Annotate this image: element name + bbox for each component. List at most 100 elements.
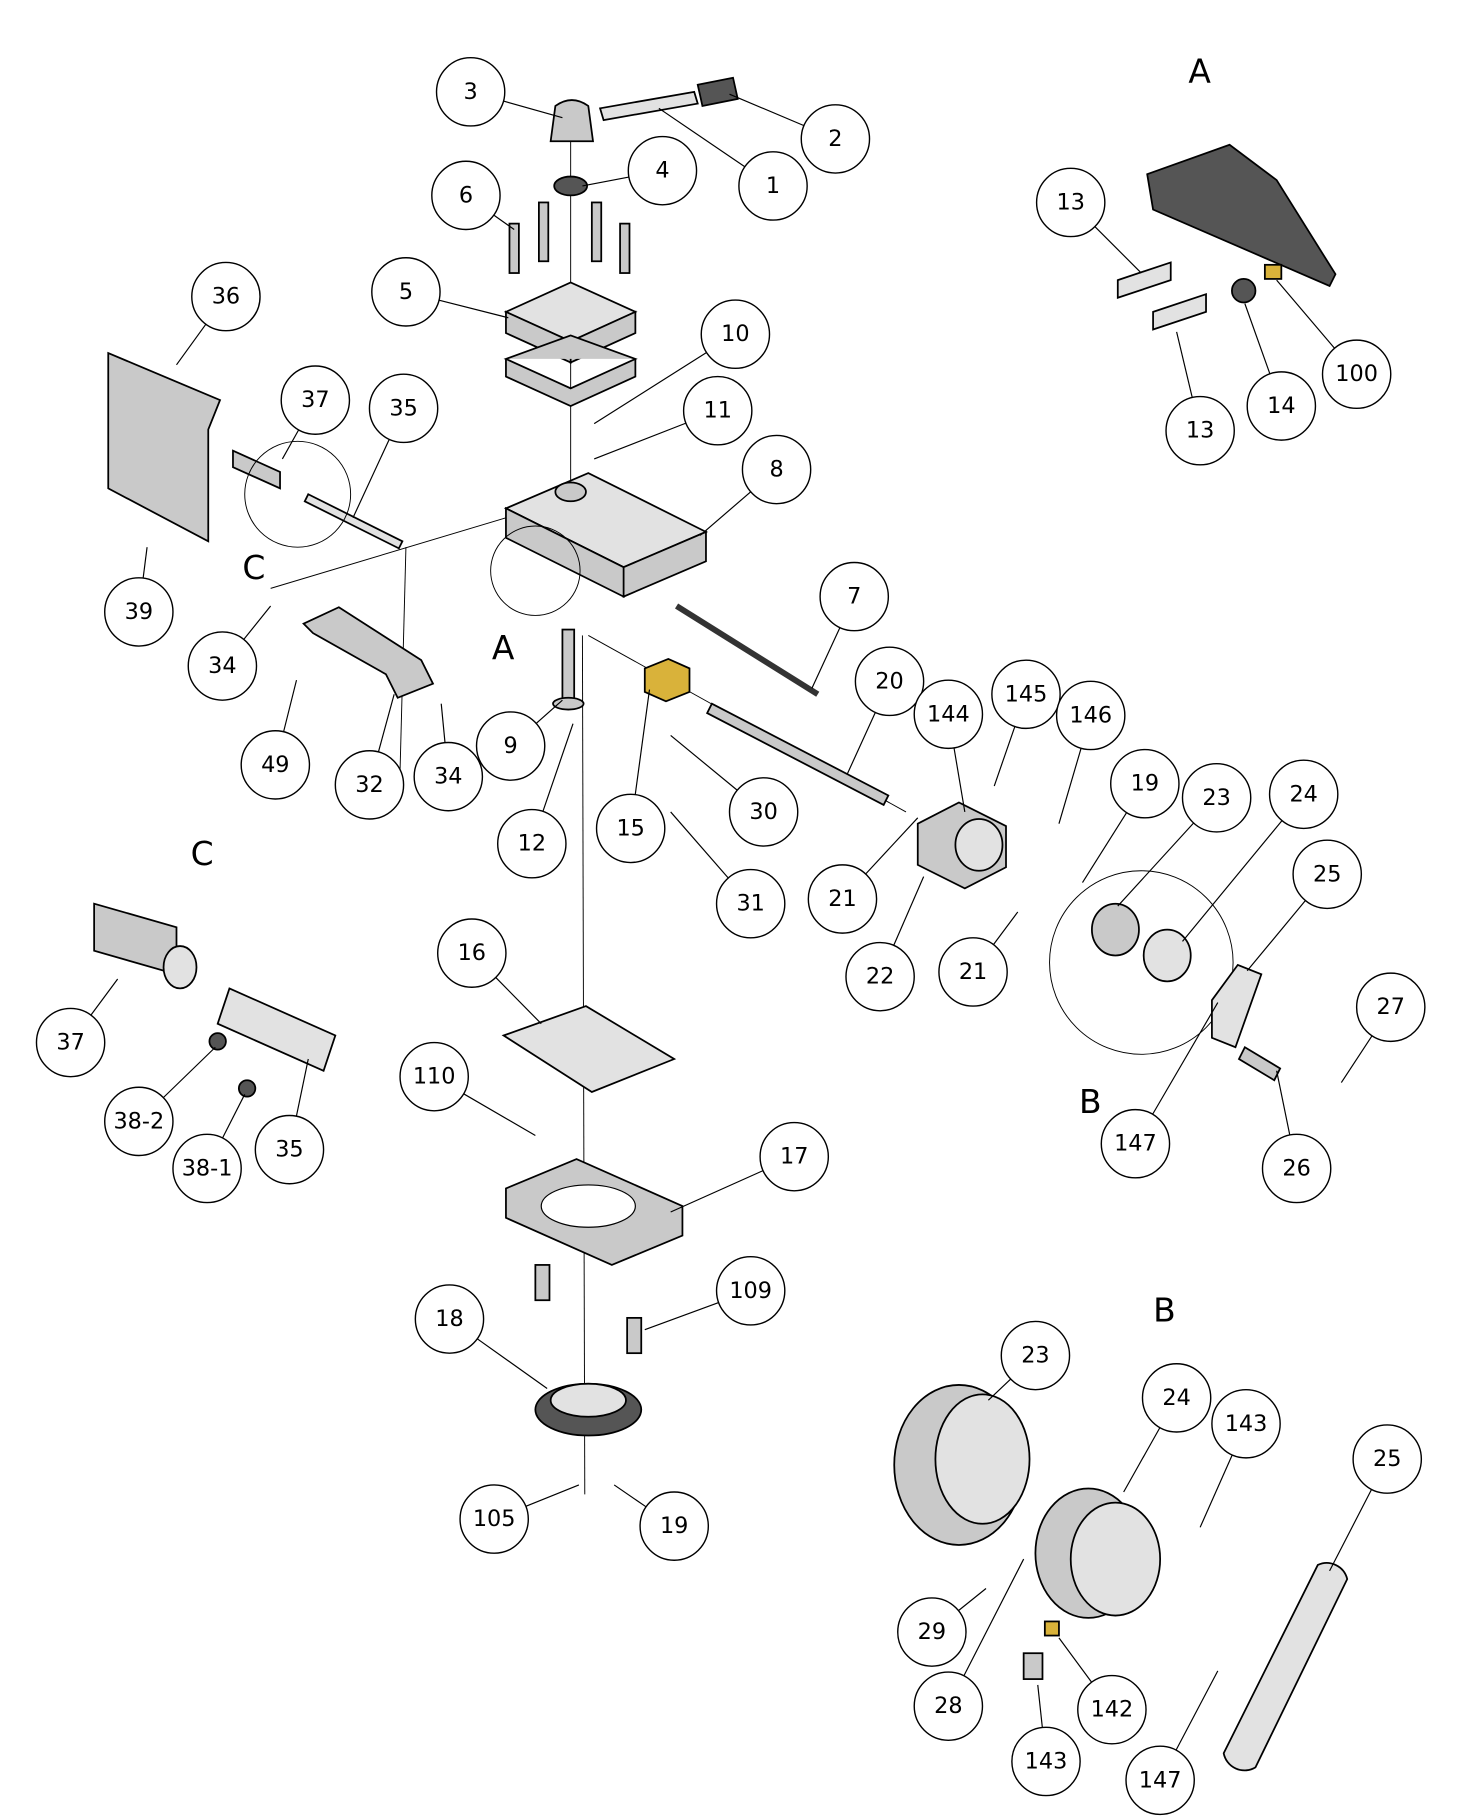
detail-circle-b [1049,870,1234,1055]
leader-line [670,1170,764,1213]
callout-label: 13 [1186,418,1214,444]
callout-label: 32 [355,772,383,798]
leader-line [644,1302,719,1331]
callout-36: 36 [176,261,261,366]
callout-circle [1000,1320,1071,1391]
part-4-washer [553,175,589,197]
callout-circle [741,434,812,505]
callout-label: 21 [959,959,987,985]
callout-12: 12 [497,723,574,879]
callout-109: 109 [644,1255,786,1331]
leader-line [1199,1454,1233,1528]
callout-label: 37 [56,1030,84,1056]
callout-147: 147 [1125,1670,1219,1816]
callout-label: 35 [389,395,417,421]
leader-line [438,299,509,319]
callout-4: 4 [582,135,698,206]
callout-142: 142 [1058,1637,1147,1745]
callout-24: 24 [1123,1363,1212,1493]
callout-label: 143 [1025,1748,1068,1774]
part-24-hub-face [1069,1501,1162,1617]
callout-label: 5 [399,279,413,305]
section-label-a: A [1188,51,1211,90]
leader-line [1037,1684,1043,1728]
part-32-bracket [302,606,435,699]
callout-30: 30 [670,734,799,847]
part-38-2-ball [208,1032,227,1051]
callout-circle [1011,1726,1081,1797]
leader-line [1123,1427,1161,1493]
part-37-bore [162,945,198,990]
callout-label: 28 [934,1693,962,1719]
callout-32: 32 [334,694,405,820]
callout-circle [172,1133,242,1204]
leader-line [1276,279,1335,349]
callout-label: 23 [1202,785,1230,811]
callout-label: 109 [729,1278,772,1304]
callout-circle [1077,1674,1147,1745]
callout-circle [627,135,698,206]
leader-line [463,1093,536,1137]
leader-line [729,93,805,127]
leader-line [176,323,207,366]
callout-label: 14 [1267,393,1295,419]
leader-line [142,547,148,579]
callout-circle [1181,762,1252,833]
callout-circle [497,808,567,879]
callout-label: 22 [866,964,894,990]
part-36-guard [107,351,222,543]
leader-line [1182,820,1283,942]
callout-18: 18 [414,1284,548,1389]
part-13-bolt [1152,292,1207,331]
callout-circle [854,646,925,717]
part-6-screw [590,201,603,263]
leader-line [542,723,574,812]
leader-line [295,1058,309,1117]
callout-circle [431,160,501,231]
callout-label: 35 [275,1137,303,1163]
leader-line [1081,812,1128,883]
part-16-gib [501,1005,677,1093]
section-label-c: C [242,548,265,587]
callout-20: 20 [846,646,925,775]
callout-label: 15 [616,815,644,841]
part-1-handle-shaft [598,90,699,122]
callout-circle [807,864,878,934]
leader-line [493,214,515,230]
callout-3: 3 [435,57,563,127]
part-2-handle-grip [696,76,739,107]
callout-circle [371,257,441,327]
callout-label: 146 [1069,702,1112,728]
callout-circle [240,730,311,800]
callout-circle [1321,339,1392,410]
leader-line [1246,900,1306,972]
leader-line [283,680,298,732]
leader-line [1276,1070,1291,1136]
callout-13: 13 [1165,331,1235,466]
callout-label: 1 [766,173,780,199]
callout-13: 13 [1035,167,1142,274]
callout-label: 34 [434,764,462,790]
callout-circle [399,1041,469,1112]
callout-circle [1100,1108,1171,1179]
callout-24: 24 [1182,759,1339,942]
callout-label: 49 [261,752,289,778]
callout-circle [435,57,506,127]
callout-label: 6 [459,182,473,208]
part-109-bolt [626,1316,643,1355]
callout-label: 36 [212,284,240,310]
callout-label: 105 [473,1506,516,1532]
callout-circle [1055,680,1126,751]
callout-100: 100 [1276,279,1392,410]
callout-label: 25 [1373,1446,1401,1472]
callout-label: 39 [125,599,153,625]
callout-label: 20 [875,668,903,694]
callout-22: 22 [845,876,925,1012]
part-7-lead-screw [674,603,820,697]
callout-circle [1352,1424,1423,1494]
callout-19: 19 [613,1484,710,1561]
leader-line [865,817,919,875]
callout-label: 4 [655,158,669,184]
part-5-toolpost-base [503,334,638,407]
